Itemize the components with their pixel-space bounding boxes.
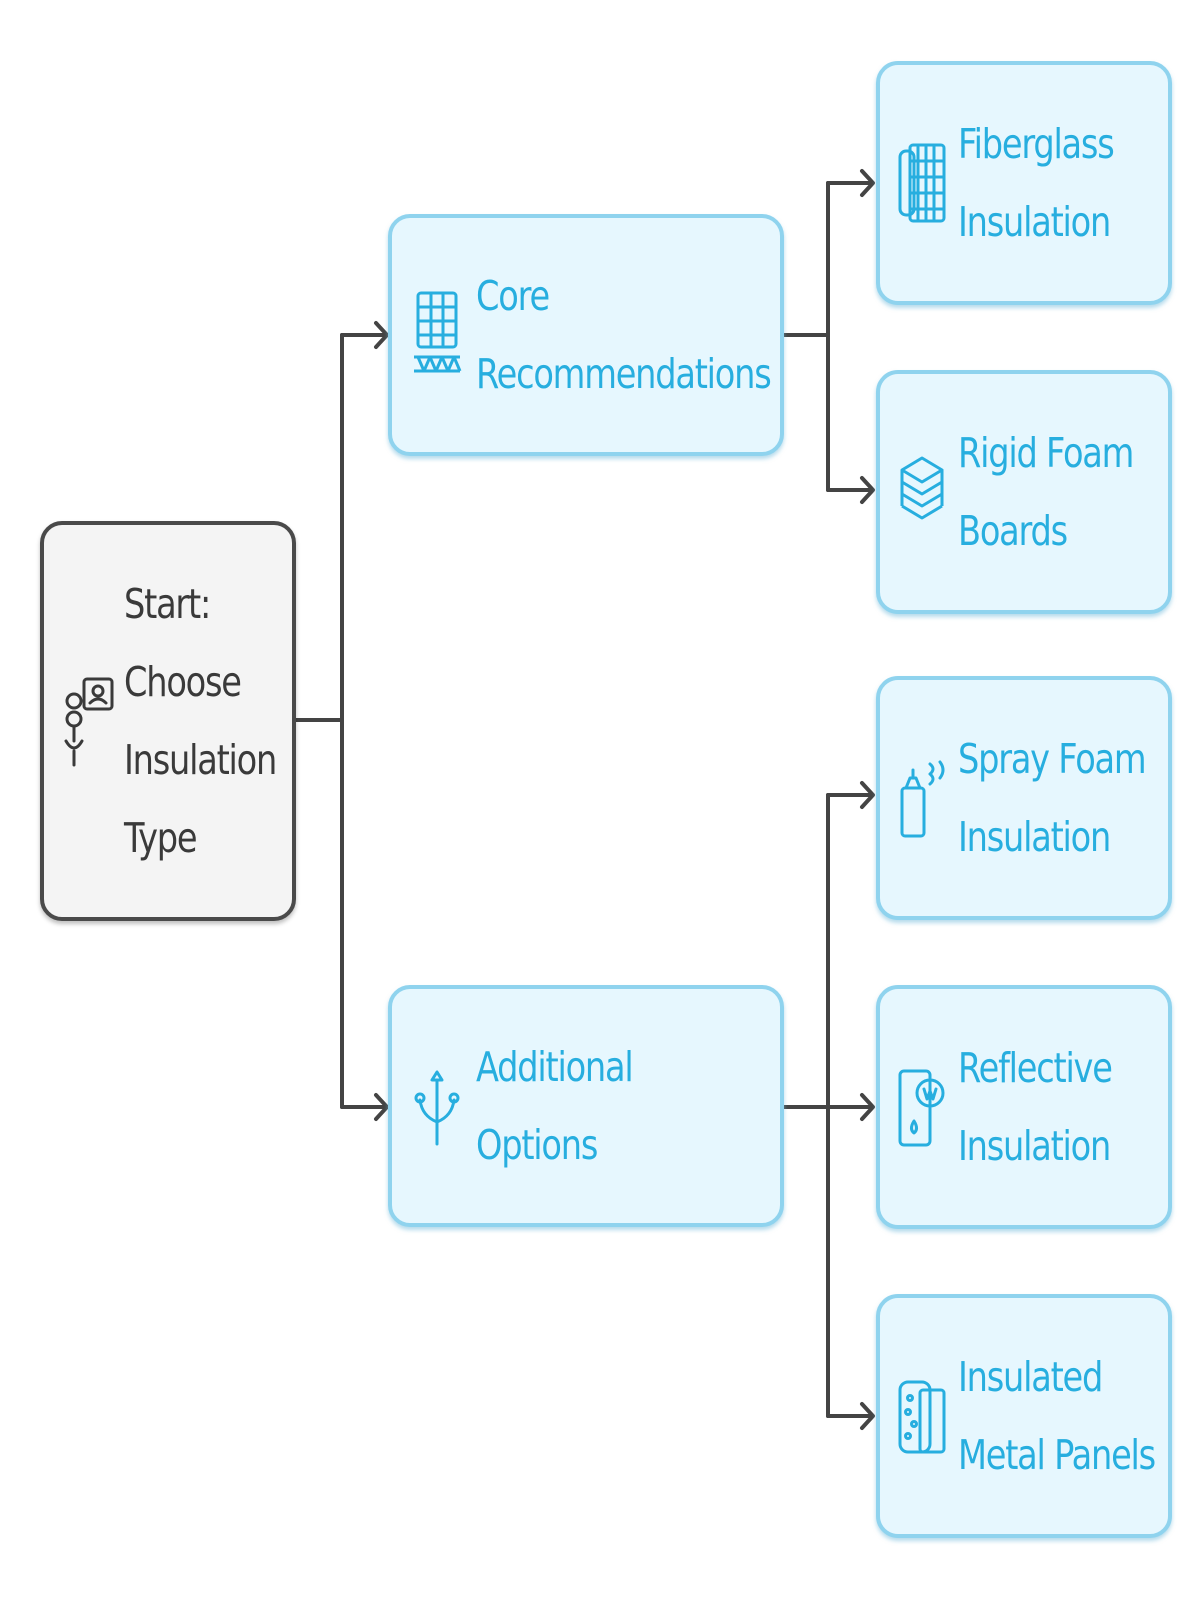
start-node: Start: Choose Insulation Type [40,521,296,921]
node-label-line: Insulation [958,1122,1111,1170]
arrowhead-reflective [860,1093,875,1121]
reflective-insulation-label: Reflective Insulation [958,1029,1145,1185]
reflective-insulation-node: Reflective Insulation [876,985,1172,1229]
fiberglass-insulation-node: Fiberglass Insulation [876,61,1172,305]
insulated-metal-panels-label: Insulated Metal Panels [958,1338,1198,1494]
additional-options-node: Additional Options [388,985,784,1227]
arrowhead-rigid-foam [860,476,875,504]
node-label-line: Fiberglass [958,120,1115,168]
arrowhead-fiberglass [860,169,875,197]
node-label-line: Spray Foam [958,735,1147,783]
branching-arrows-icon [412,1056,462,1156]
reflective-panel-icon [896,1057,948,1157]
node-label-line: Core [476,272,550,320]
node-label-line: Insulation [958,813,1111,861]
arrowhead-spray-foam [860,781,875,809]
node-label-line: Additional [476,1043,634,1091]
spray-foam-insulation-node: Spray Foam Insulation [876,676,1172,920]
start-node-line: Choose [124,658,242,706]
metal-panel-icon [896,1366,948,1466]
fiberglass-roll-icon [896,133,948,233]
node-label-line: Boards [958,507,1068,555]
additional-options-label: Additional Options [476,1028,667,1184]
insulated-metal-panels-node: Insulated Metal Panels [876,1294,1172,1538]
spray-foam-insulation-label: Spray Foam Insulation [958,720,1187,876]
node-label-line: Insulated [958,1353,1103,1401]
rigid-foam-boards-node: Rigid Foam Boards [876,370,1172,614]
node-label-line: Insulation [958,198,1111,246]
core-recommendations-node: Core Recommendations [388,214,784,456]
arrowhead-core [374,321,389,349]
node-label-line: Rigid Foam [958,429,1134,477]
insulation-grid-icon [412,285,462,385]
arrowhead-metal-panels [860,1402,875,1430]
rigid-foam-boards-label: Rigid Foam Boards [958,414,1172,570]
person-presentation-icon [60,671,116,771]
node-label-line: Reflective [958,1044,1113,1092]
stacked-layers-icon [896,442,948,542]
fiberglass-insulation-label: Fiberglass Insulation [958,105,1148,261]
start-node-line: Type [124,814,198,862]
start-node-label: Start: Choose Insulation Type [124,565,309,877]
node-label-line: Recommendations [476,350,772,398]
node-label-line: Metal Panels [958,1431,1156,1479]
start-node-line: Start: [124,580,211,628]
arrowhead-additional [374,1093,389,1121]
node-label-line: Options [476,1121,598,1169]
core-recommendations-label: Core Recommendations [476,257,835,413]
start-node-line: Insulation [124,736,277,784]
spray-can-icon [896,748,948,848]
